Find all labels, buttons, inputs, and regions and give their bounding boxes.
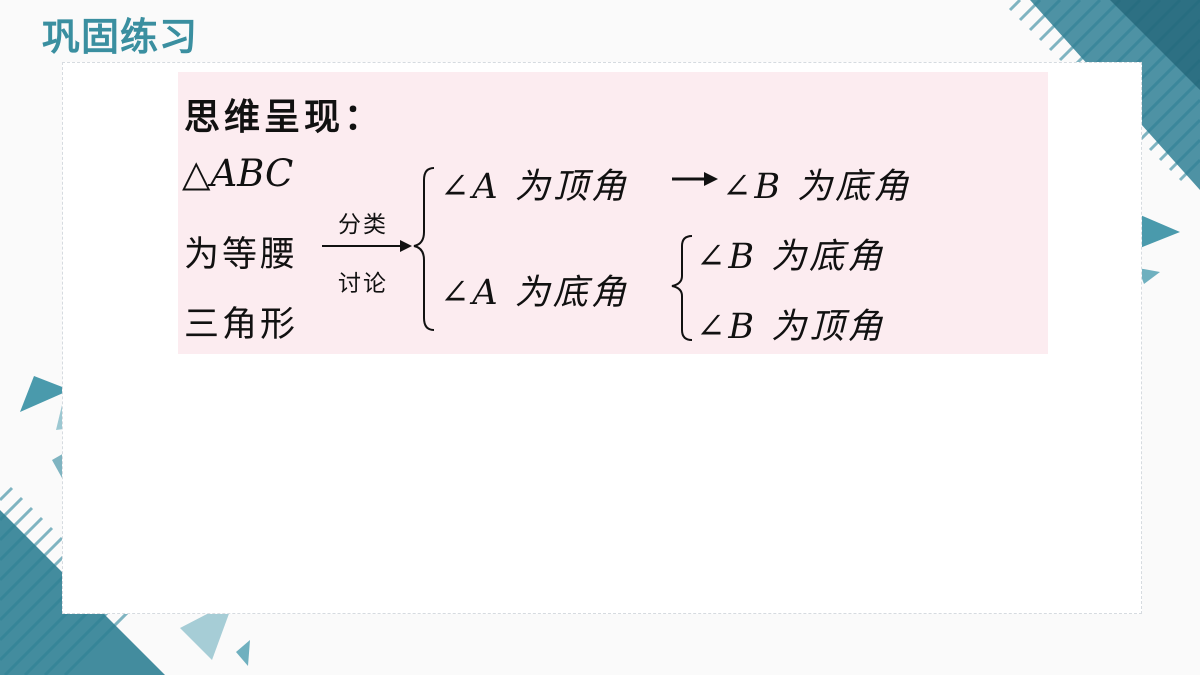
bottom-left-light-triangle-decoration: [180, 600, 234, 660]
top-right-dark-triangle-decoration: [1110, 0, 1200, 90]
bottom-small-triangle-decoration: [236, 640, 250, 666]
case-2: ∠A 为底角: [440, 273, 629, 313]
premise-line-3: 三角形: [184, 305, 299, 345]
case-1-arrow: [672, 172, 718, 186]
main-brace: [413, 167, 435, 331]
classify-arrow: [322, 240, 412, 252]
content-panel: [178, 72, 1048, 354]
sub-brace: [671, 235, 693, 341]
case-1: ∠A 为顶角: [440, 167, 629, 207]
slide-title: 巩固练习: [42, 15, 199, 59]
premise-line-2: 为等腰: [184, 235, 299, 275]
arrow-label-top: 分类: [338, 212, 388, 238]
case-2-sub-1: ∠B 为底角: [696, 237, 886, 277]
left-triangle-decoration: [20, 376, 70, 412]
case-2-sub-2: ∠B 为顶角: [696, 307, 886, 347]
arrow-label-bottom: 讨论: [338, 271, 388, 297]
heading: 思维呈现：: [184, 97, 385, 138]
right-small-triangle-decoration: [1138, 268, 1160, 284]
triangle-label: △ABC: [182, 152, 294, 195]
case-1-result: ∠B 为底角: [722, 167, 912, 207]
